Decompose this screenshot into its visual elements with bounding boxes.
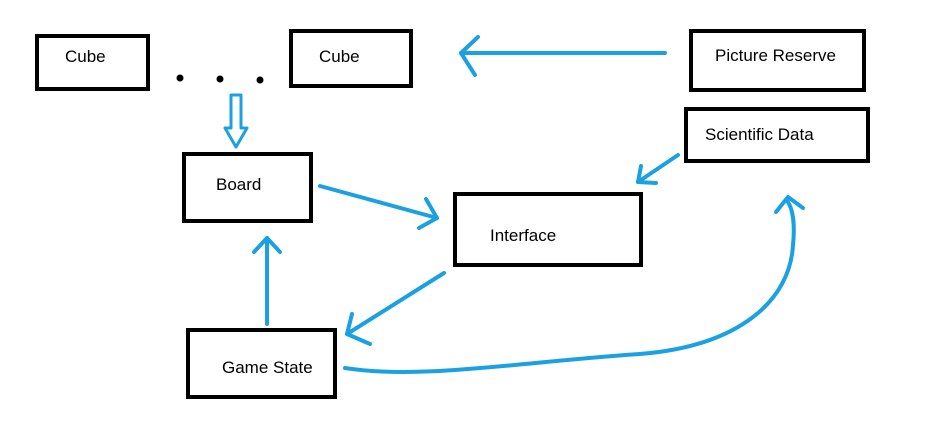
- arrow-game-state-to-board: [252, 236, 282, 326]
- node-game-state: Game State: [186, 328, 337, 399]
- ellipsis-dot: [216, 75, 224, 83]
- node-picture-reserve: Picture Reserve: [689, 29, 866, 92]
- node-cube-1-label: Cube: [65, 47, 106, 66]
- ellipsis-dots: [176, 74, 264, 84]
- arrow-game-state-to-scientific-data: [343, 195, 805, 374]
- arrow-board-to-interface: [318, 184, 439, 230]
- node-interface: Interface: [453, 192, 643, 267]
- node-cube-2: Cube: [289, 29, 413, 88]
- arrow-cube-to-board: [223, 93, 249, 149]
- node-interface-label: Interface: [490, 226, 556, 245]
- node-scientific-data: Scientific Data: [684, 107, 870, 163]
- node-cube-2-label: Cube: [319, 47, 360, 66]
- ellipsis-dot: [176, 74, 184, 82]
- arrow-scientific-data-to-interface: [636, 153, 680, 185]
- node-cube-1: Cube: [35, 34, 150, 91]
- node-board: Board: [182, 152, 313, 223]
- arrow-interface-to-game-state: [345, 271, 446, 346]
- ellipsis-dot: [256, 76, 264, 84]
- node-picture-reserve-label: Picture Reserve: [715, 46, 836, 65]
- node-scientific-data-label: Scientific Data: [705, 125, 814, 144]
- arrow-picture-reserve-to-cube: [459, 35, 667, 77]
- node-board-label: Board: [216, 175, 261, 194]
- node-game-state-label: Game State: [222, 358, 313, 377]
